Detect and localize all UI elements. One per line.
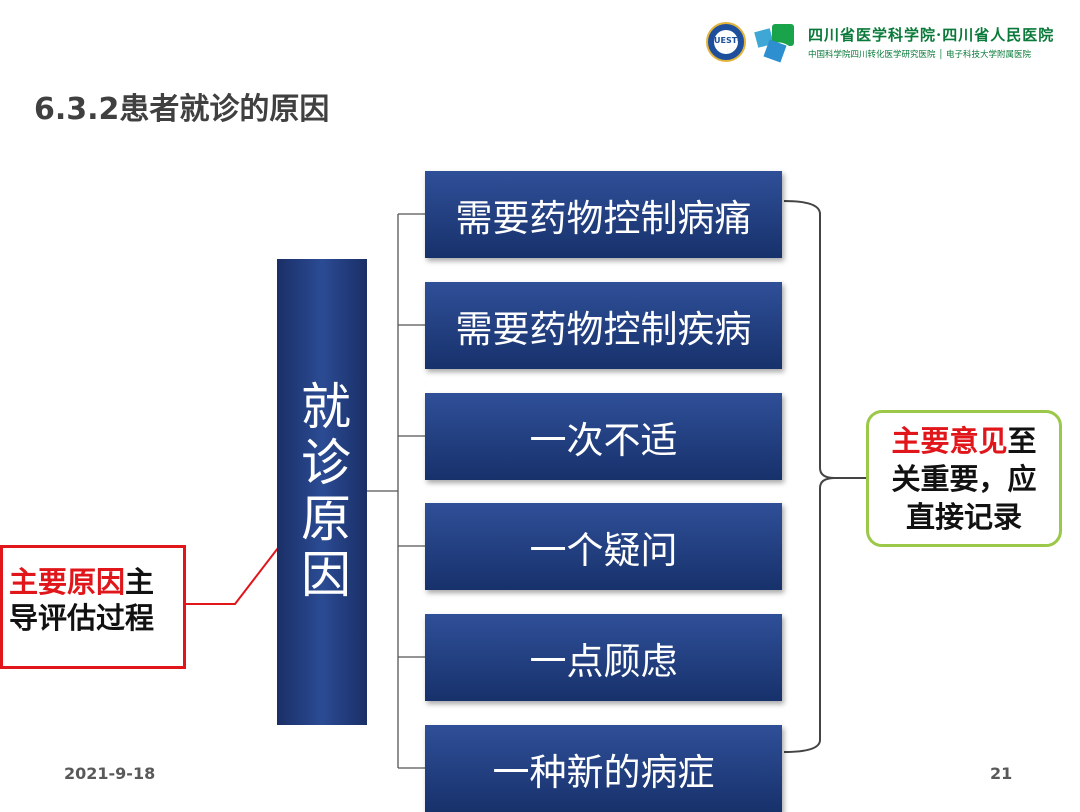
university-logo-text: UESTC bbox=[714, 36, 744, 45]
reason-label: 一个疑问 bbox=[529, 528, 678, 572]
reason-box-4: 一个疑问 bbox=[425, 503, 782, 590]
left-note-highlight: 主要原因 bbox=[9, 565, 126, 599]
reason-label: 一点顾虑 bbox=[529, 639, 678, 683]
org-affiliations: 中国科学院四川转化医学研究医院 │ 电子科技大学附属医院 bbox=[808, 50, 1032, 60]
reason-box-1: 需要药物控制病痛 bbox=[425, 171, 782, 258]
right-note-highlight-1: 主要意见 bbox=[891, 423, 1008, 458]
reason-label: 需要药物控制疾病 bbox=[455, 307, 752, 351]
left-note-line-2: 导评估过程 bbox=[9, 601, 155, 635]
reason-box-6: 一种新的病症 bbox=[425, 725, 782, 812]
reason-box-2: 需要药物控制疾病 bbox=[425, 282, 782, 369]
slide-date: 2021-9-18 bbox=[64, 764, 156, 783]
reason-label: 一种新的病症 bbox=[492, 750, 715, 794]
right-note-line-2: 关重要，应 bbox=[891, 461, 1037, 496]
hospital-logo bbox=[754, 24, 794, 63]
right-note-box: 主要意见至 关重要，应 直接记录 bbox=[866, 410, 1062, 547]
root-label: 就诊原因 bbox=[293, 380, 351, 604]
right-note-rest-1: 至 bbox=[1007, 423, 1037, 458]
university-logo: UESTC bbox=[706, 22, 746, 62]
root-box: 就诊原因 bbox=[277, 259, 367, 725]
left-note-box: 主要原因主 导评估过程 bbox=[0, 545, 186, 669]
reason-box-5: 一点顾虑 bbox=[425, 614, 782, 701]
reason-label: 一次不适 bbox=[529, 418, 678, 462]
page-number: 21 bbox=[990, 764, 1013, 783]
org-name: 四川省医学科学院·四川省人民医院 bbox=[808, 26, 1055, 44]
university-logo-center: UESTC bbox=[714, 30, 744, 54]
left-note-rest: 主 bbox=[125, 565, 155, 599]
right-note-line-1: 主要意见至 bbox=[891, 422, 1036, 460]
left-note-pointer bbox=[186, 547, 279, 605]
left-note-line-1: 主要原因主 bbox=[9, 564, 183, 600]
page-title: 6.3.2患者就诊的原因 bbox=[34, 92, 330, 127]
reason-label: 需要药物控制病痛 bbox=[455, 196, 752, 240]
right-note-line-3: 直接记录 bbox=[905, 499, 1022, 534]
reason-box-3: 一次不适 bbox=[425, 393, 782, 480]
right-brace bbox=[783, 200, 836, 753]
